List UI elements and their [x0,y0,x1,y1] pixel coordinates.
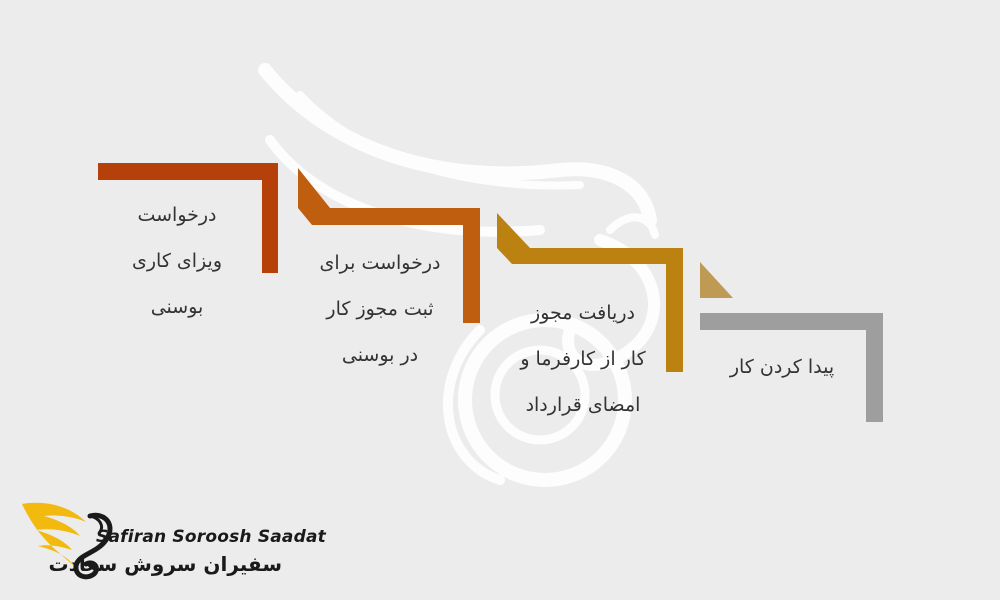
step-3-bracket [497,213,683,372]
brand-logo [22,502,113,580]
step-1-label: درخواست ویزای کاری بوسنی [131,204,223,318]
step-4-bracket [700,313,883,422]
logo-name-fa: سفیران سروش سعادت [48,552,283,576]
step-4-arrow [700,262,733,298]
step-3-label: دریافت مجوز کار از کارفرما و امضای قرارد… [520,302,646,416]
watermark-swirl-icon [258,63,660,487]
step-1-bracket [98,163,278,273]
step-4-label: پیدا کردن کار [729,356,835,378]
step-2-label: درخواست برای ثبت مجوز کار در بوسنی [319,252,441,366]
logo-name-en: Safiran Soroosh Saadat [96,527,326,547]
phoenix-wing-icon [22,502,113,580]
